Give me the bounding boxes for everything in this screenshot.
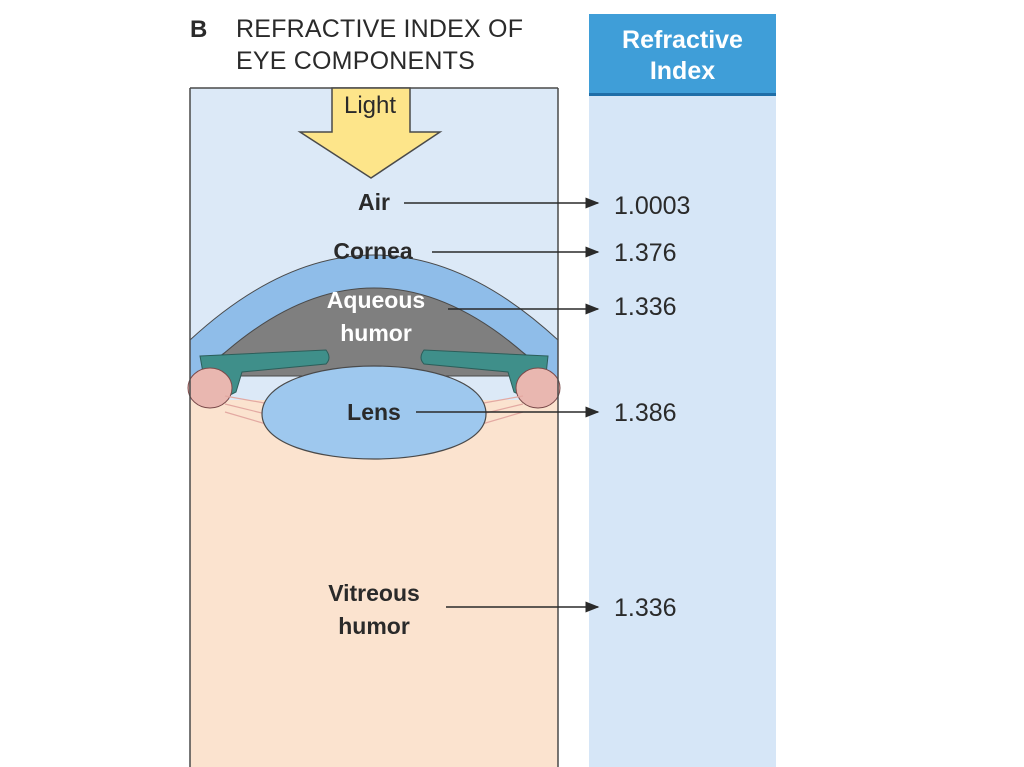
air-label: Air bbox=[344, 186, 404, 219]
air-index-value: 1.0003 bbox=[614, 191, 690, 221]
aqueous-humor-label-line-2: humor bbox=[306, 317, 446, 350]
index-header-line-1: Refractive bbox=[589, 25, 776, 56]
aqueous-humor-index-value: 1.336 bbox=[614, 292, 677, 322]
vitreous-humor-label-line-1: Vitreous bbox=[304, 577, 444, 610]
lens-label: Lens bbox=[334, 396, 414, 429]
vitreous-humor-label-line-2: humor bbox=[304, 610, 444, 643]
lens-index-value: 1.386 bbox=[614, 398, 677, 428]
cornea-label: Cornea bbox=[318, 235, 428, 268]
ciliary-body-right bbox=[516, 368, 560, 408]
refractive-index-header: Refractive Index bbox=[589, 14, 776, 96]
index-header-line-2: Index bbox=[589, 56, 776, 87]
vitreous-humor-index-value: 1.336 bbox=[614, 593, 677, 623]
ciliary-body-left bbox=[188, 368, 232, 408]
light-label: Light bbox=[330, 92, 410, 120]
cornea-index-value: 1.376 bbox=[614, 238, 677, 268]
aqueous-humor-label-line-1: Aqueous bbox=[306, 284, 446, 317]
